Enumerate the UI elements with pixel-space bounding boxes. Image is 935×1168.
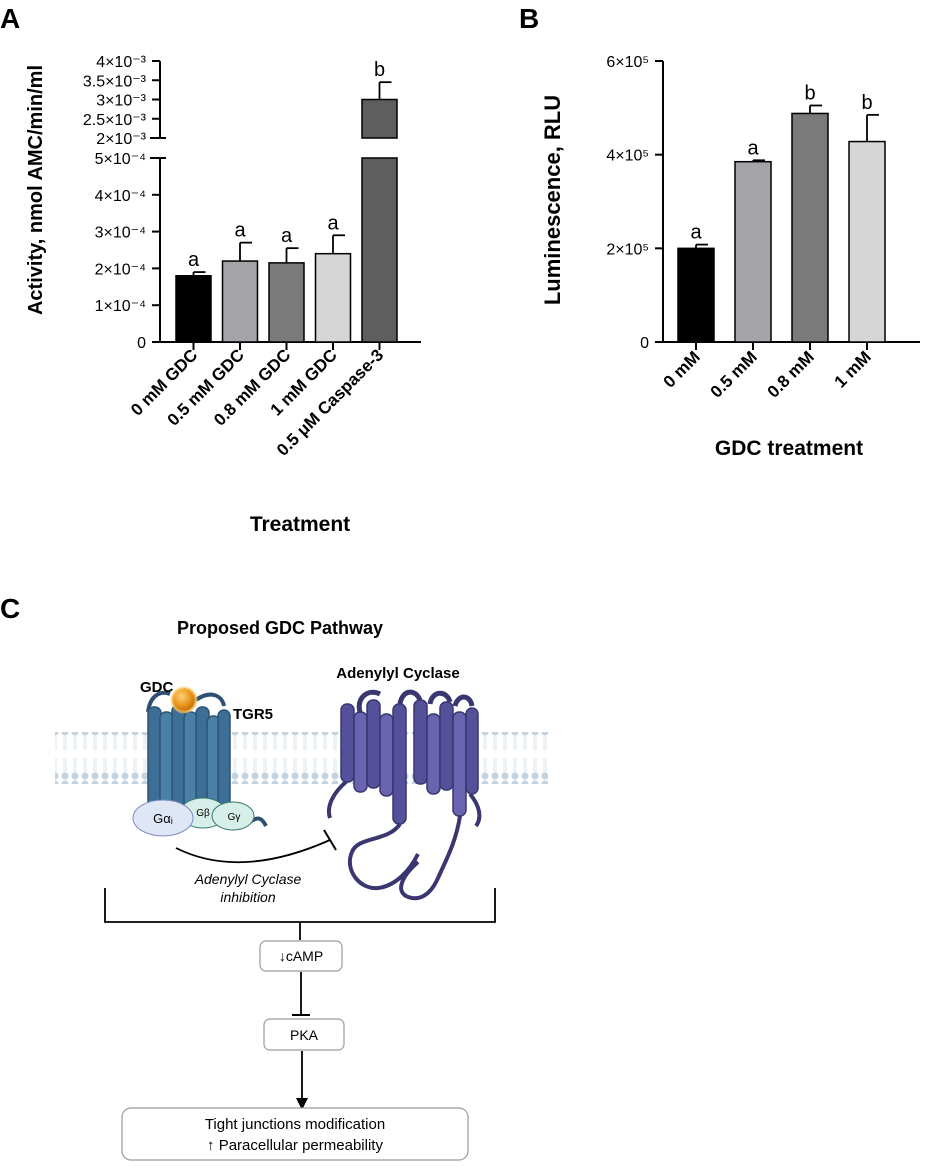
gdc-label: GDC <box>140 679 174 696</box>
g-alpha-subunit <box>132 799 194 837</box>
chart-b-x-tick-label: 0 mM <box>660 347 704 391</box>
panel-letter-b: B <box>519 3 539 34</box>
chart-a-bar <box>314 252 352 343</box>
chart-a-y-tick-label: 2×10⁻³ <box>96 131 146 148</box>
panel-letter-a: A <box>0 3 20 34</box>
inhibition-label-line1: Adenylyl Cyclase <box>194 871 302 887</box>
inhibition-arrow <box>175 839 331 864</box>
panel-letter-c: C <box>0 593 20 624</box>
chart-a-significance-letter: a <box>188 249 200 271</box>
chart-a-y-tick-label: 5×10⁻⁴ <box>95 151 146 168</box>
chart-a-y-tick-label: 3.5×10⁻³ <box>83 73 147 90</box>
chart-b-y-tick-label: 0 <box>640 335 649 352</box>
adenylyl-cyclase-label: Adenylyl Cyclase <box>336 665 459 682</box>
chart-a-y-tick-label: 3×10⁻⁴ <box>95 225 146 242</box>
chart-b-bar <box>848 140 886 343</box>
pka-label: PKA <box>290 1027 319 1043</box>
chart-a: 0 1×10⁻⁴ 2×10⁻⁴ 3×10⁻⁴ 4×10⁻⁴ 5×10⁻⁴ 2×10⁻³ 2.5… <box>25 54 421 536</box>
chart-a-y-tick-label: 4×10⁻³ <box>96 54 146 71</box>
chart-a-y-tick-label: 3×10⁻³ <box>96 93 146 110</box>
camp-box <box>259 940 343 972</box>
chart-b-x-tick-label: 0.8 mM <box>764 347 818 401</box>
chart-b: 0 2×10⁵ 4×10⁵ 6×10⁵ a 0 mM a 0.5 mM b 0.8 mM b 1 m… <box>540 54 920 460</box>
camp-label: ↓cAMP <box>279 948 323 964</box>
pka-to-outcome-arrowhead <box>296 1098 308 1110</box>
chart-a-significance-letter: a <box>234 220 246 242</box>
chart-b-x-tick-label: 0.5 mM <box>707 347 761 401</box>
chart-a-bar <box>221 260 259 343</box>
outcome-label-line1: Tight junctions modification <box>205 1116 385 1133</box>
g-alpha-label: Gαᵢ <box>153 811 173 826</box>
g-gamma-subunit <box>211 801 255 831</box>
chart-a-y-tick-label: 0 <box>137 335 146 352</box>
inhibition-bar <box>323 829 337 851</box>
chart-a-significance-letter: a <box>281 225 293 247</box>
chart-b-bar <box>734 160 772 343</box>
gdc-ligand <box>170 686 198 714</box>
chart-b-bars: a 0 mM a 0.5 mM b 0.8 mM b 1 mM <box>660 82 886 402</box>
tgr5-label: TGR5 <box>233 706 273 723</box>
chart-a-y-tick-label: 2×10⁻⁴ <box>95 261 146 278</box>
outcome-label-line2: ↑ Paracellular permeability <box>207 1137 383 1154</box>
chart-b-bar <box>677 247 715 343</box>
chart-b-significance-letter: b <box>861 92 872 114</box>
g-gamma-label: Gγ <box>228 812 241 823</box>
chart-a-significance-letter: a <box>327 212 339 234</box>
chart-b-bar <box>791 112 829 343</box>
chart-b-y-tick-label: 6×10⁵ <box>606 54 649 71</box>
chart-a-y-tick-label: 4×10⁻⁴ <box>95 188 146 205</box>
chart-a-ticks: 0 1×10⁻⁴ 2×10⁻⁴ 3×10⁻⁴ 4×10⁻⁴ 5×10⁻⁴ 2×10⁻³ 2.5… <box>83 54 160 352</box>
chart-b-ticks: 0 2×10⁵ 4×10⁵ 6×10⁵ <box>606 54 663 352</box>
diagram-title: Proposed GDC Pathway <box>177 618 383 638</box>
chart-a-bar <box>268 262 305 343</box>
pka-box <box>263 1018 345 1051</box>
chart-b-x-axis-label: GDC treatment <box>715 437 863 460</box>
chart-b-y-axis-label: Luminescence, RLU <box>540 95 565 305</box>
chart-b-x-tick-label: 1 mM <box>831 347 875 391</box>
chart-b-significance-letter: a <box>690 222 702 244</box>
chart-a-bar <box>361 157 398 343</box>
adenylyl-cyclase <box>327 689 482 901</box>
chart-a-significance-letter: b <box>374 59 385 81</box>
chart-a-y-tick-label: 1×10⁻⁴ <box>95 298 146 315</box>
chart-a-y-axis-label: Activity, nmol AMC/min/ml <box>25 65 47 315</box>
chart-b-significance-letter: a <box>747 137 759 159</box>
chart-a-y-tick-label: 2.5×10⁻³ <box>83 112 147 129</box>
pathway-bracket <box>104 888 496 923</box>
chart-a-bar <box>175 275 212 343</box>
chart-a-bar-upper <box>361 98 398 139</box>
chart-b-significance-letter: b <box>804 82 815 104</box>
outcome-box <box>121 1107 469 1161</box>
g-beta-label: Gβ <box>196 808 210 819</box>
inhibition-label-line2: inhibition <box>220 889 275 905</box>
pathway-diagram: Proposed GDC Pathway GDC TGR5 Gαᵢ Gβ Gγ <box>55 618 548 1161</box>
chart-a-x-axis-label: Treatment <box>250 513 350 536</box>
chart-b-y-tick-label: 2×10⁵ <box>606 241 649 258</box>
tgr5-receptor <box>146 690 268 828</box>
chart-b-y-tick-label: 4×10⁵ <box>606 148 649 165</box>
